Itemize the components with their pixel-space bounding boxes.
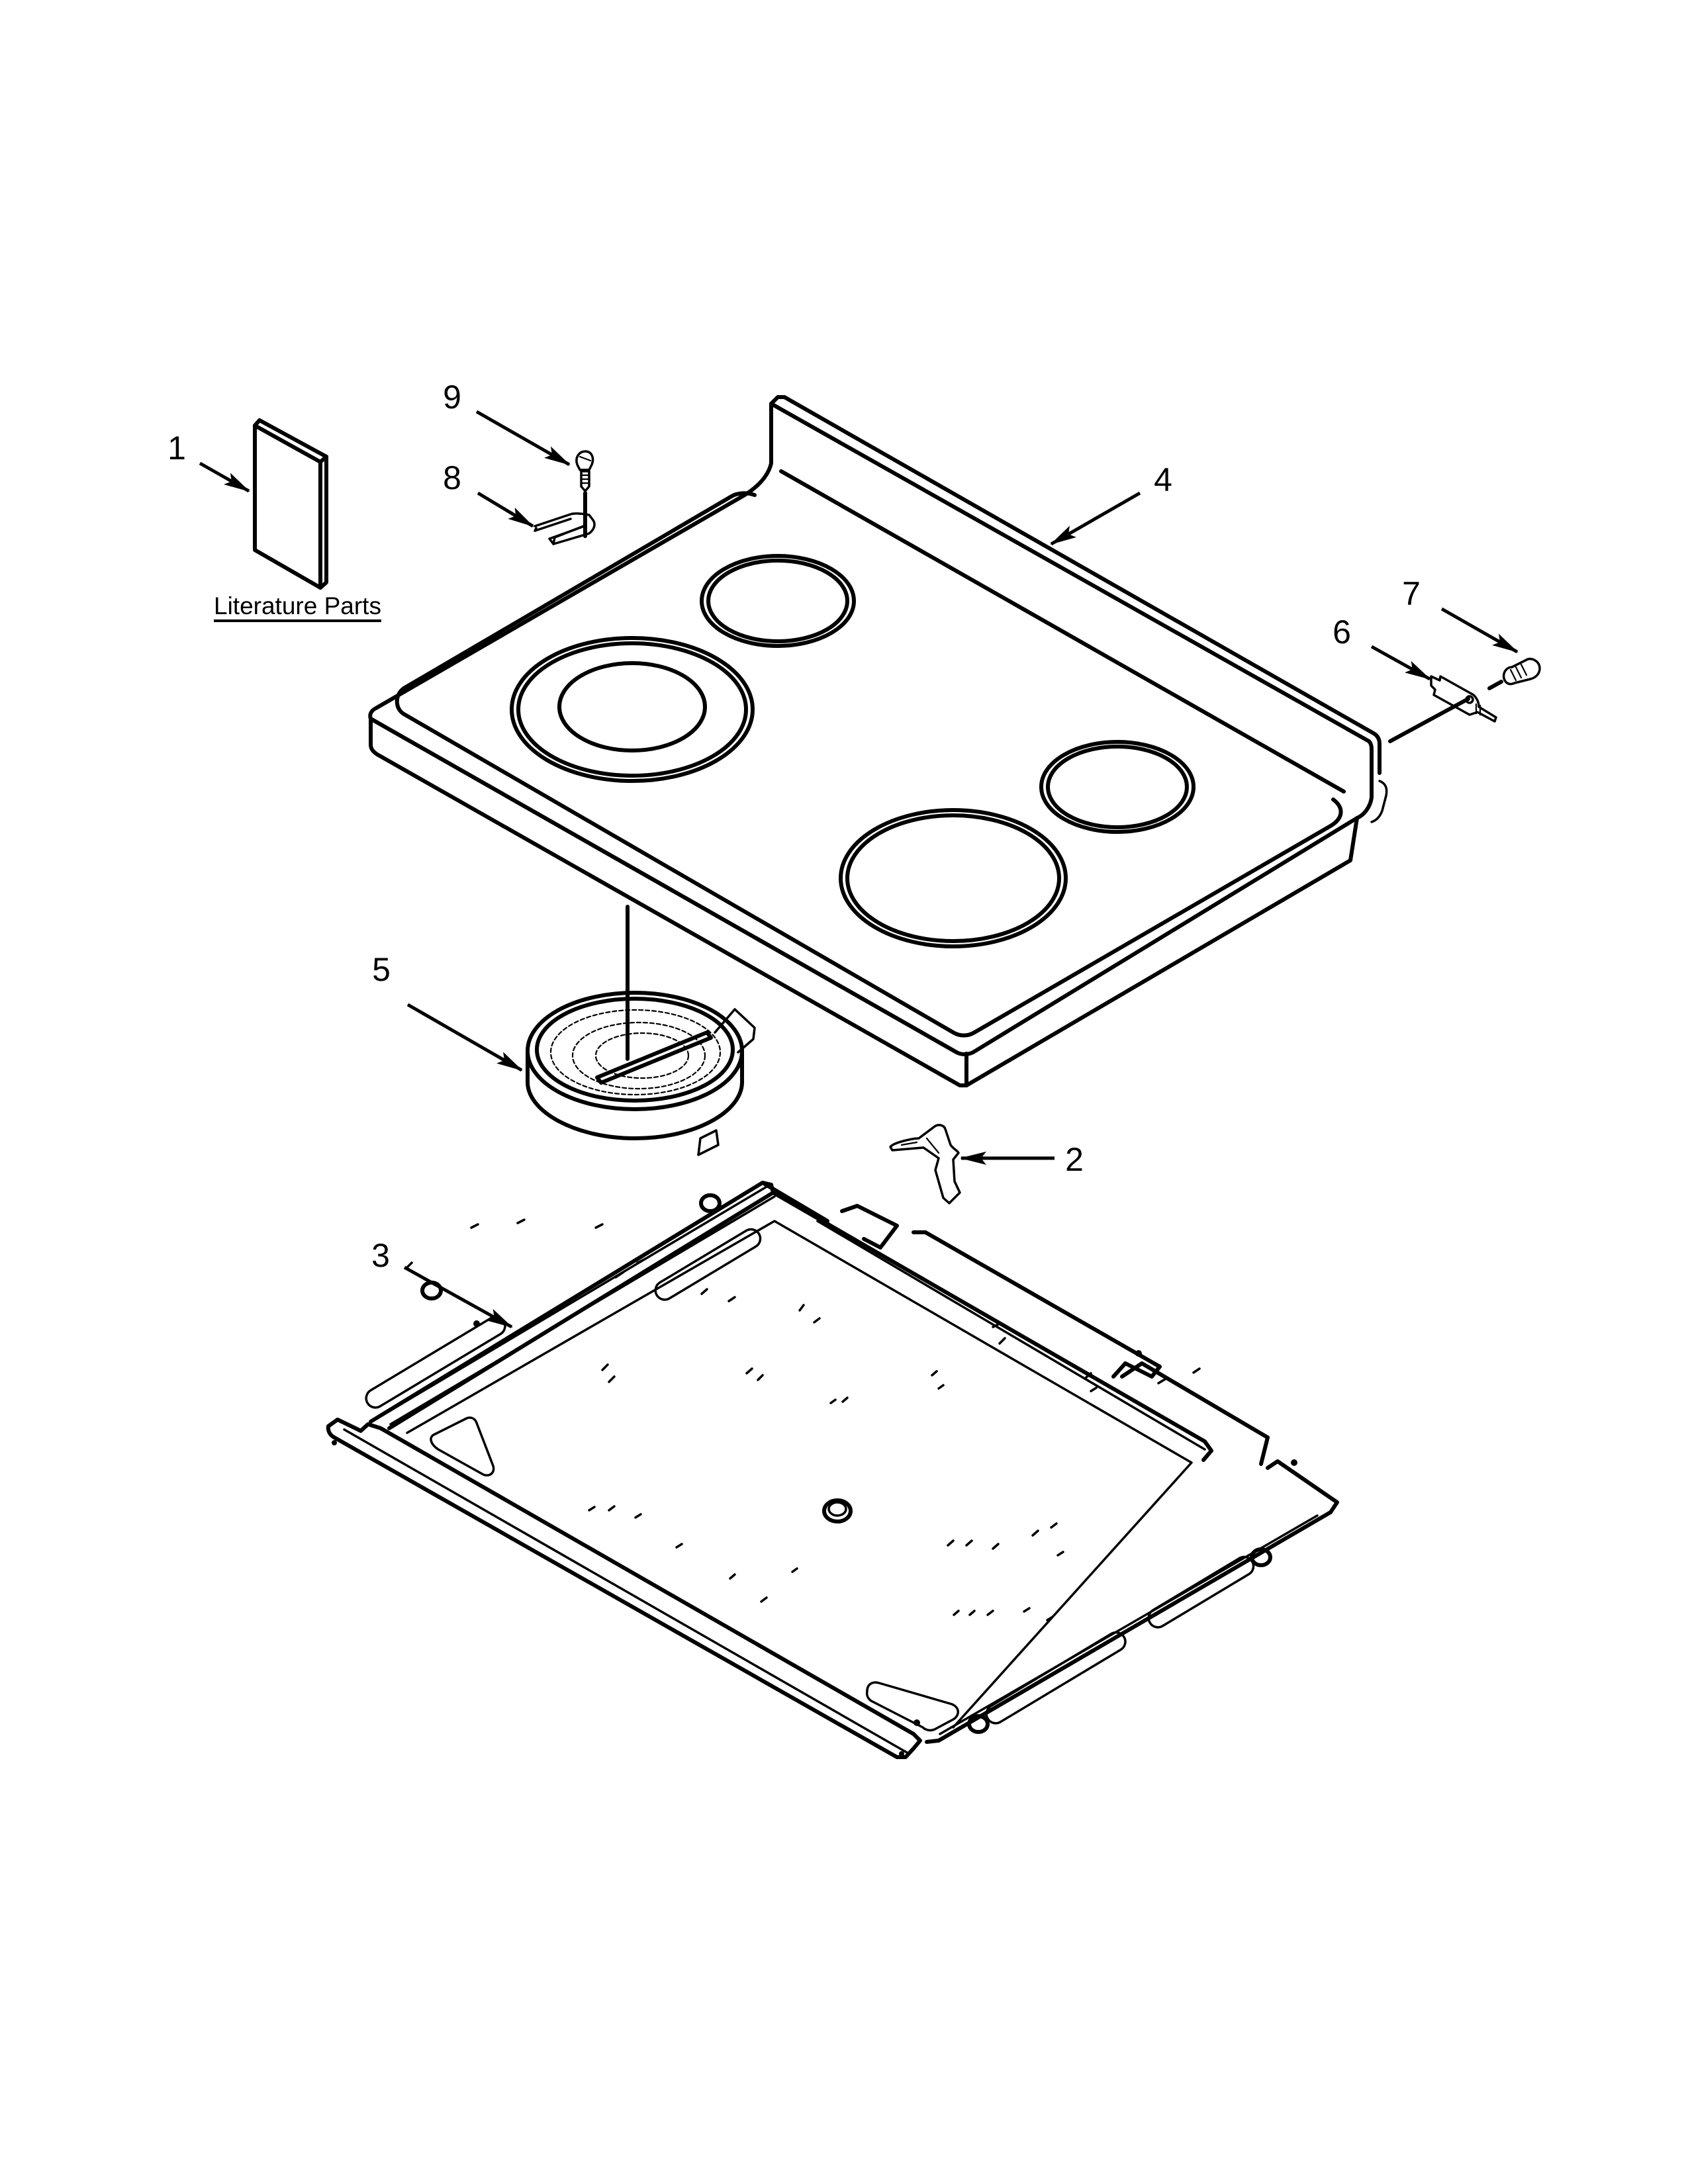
clip-part-2[interactable] [889, 1124, 961, 1205]
literature-parts-link[interactable]: Literature Parts [214, 592, 381, 619]
callout-label-5[interactable]: 5 [372, 951, 391, 988]
callout-arrow-3 [403, 1265, 513, 1329]
callout-arrow-6 [1370, 645, 1431, 681]
screw-part-9[interactable] [575, 450, 594, 538]
stamped-marks [406, 1218, 1201, 1621]
callout-arrow-8 [477, 491, 534, 528]
radiant-element-part-5[interactable] [526, 905, 756, 1156]
callout-label-4[interactable]: 4 [1154, 461, 1172, 498]
callout-label-3[interactable]: 3 [371, 1237, 390, 1274]
callout-label-2[interactable]: 2 [1065, 1141, 1084, 1178]
callout-label-1[interactable]: 1 [167, 430, 186, 467]
callout-arrow-7 [1440, 607, 1519, 654]
callout-arrow-1 [199, 461, 250, 493]
literature-booklet-part[interactable] [253, 418, 328, 590]
callout-label-7[interactable]: 7 [1402, 575, 1421, 612]
callout-label-6[interactable]: 6 [1333, 614, 1351, 651]
burner-box-pan-part-3[interactable] [326, 1181, 1339, 1759]
callout-arrow-5 [406, 1003, 523, 1072]
callout-arrow-9 [475, 410, 571, 467]
ground-wire [1388, 697, 1470, 743]
cooktop-part-4[interactable] [368, 395, 1388, 1087]
callout-arrow-4 [1050, 491, 1141, 546]
hinge-bracket-part-8[interactable] [534, 512, 596, 545]
screw-part-7[interactable] [1487, 657, 1541, 690]
callout-label-9[interactable]: 9 [443, 379, 461, 416]
callout-label-8[interactable]: 8 [443, 459, 461, 496]
